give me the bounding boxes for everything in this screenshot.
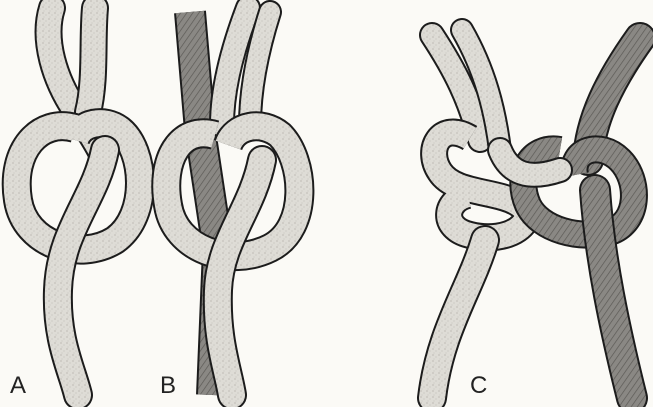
panel-a-working-end [58, 150, 105, 395]
panel-b-upper-strands [222, 8, 270, 125]
panel-b-knot [166, 8, 299, 395]
panel-a-knot [17, 8, 140, 395]
label-c: C [470, 372, 487, 399]
label-b: B [160, 372, 176, 399]
panel-c-dark-strand [523, 38, 640, 398]
label-a: A [10, 372, 26, 399]
panel-c-light-strand [432, 30, 526, 398]
panel-c-knot [432, 30, 640, 398]
